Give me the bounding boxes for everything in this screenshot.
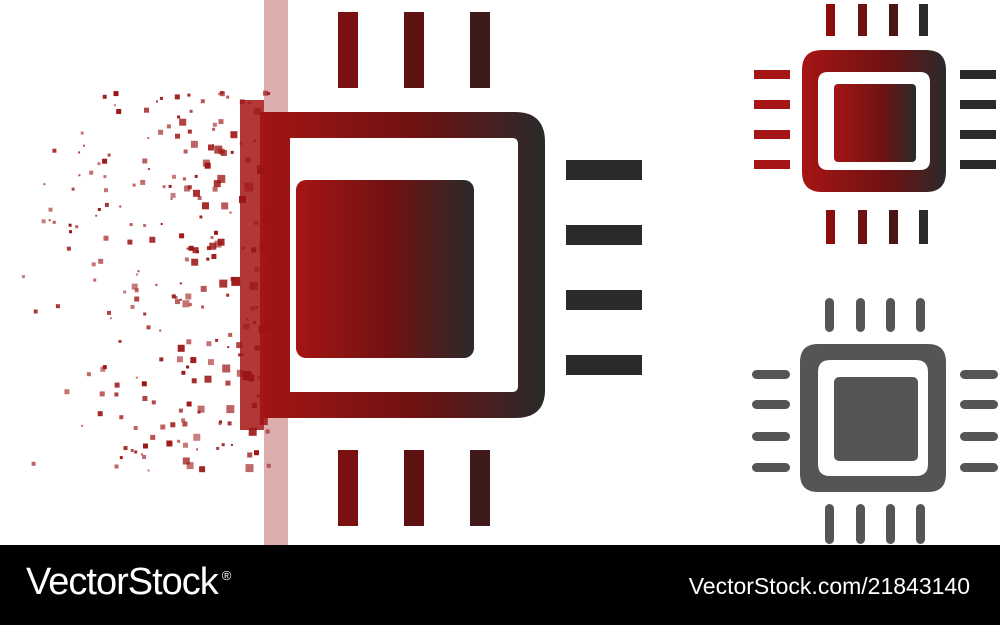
pin-bottom-1: [338, 450, 358, 526]
pin-right-1: [566, 160, 642, 180]
registered-mark: ®: [221, 568, 232, 583]
pin-top-1: [338, 12, 358, 88]
dispersed-pixel-particles: [21, 90, 279, 473]
halftone-cpu-icon-large: [240, 0, 642, 545]
halftone-cpu-icon-small: [754, 4, 996, 244]
pin-bottom-3: [470, 450, 490, 526]
pin-right-3: [566, 290, 642, 310]
vectorstock-logo: VectorStock ®: [26, 561, 232, 604]
solid-cpu-icon: [752, 298, 998, 544]
pin-bottom-2: [404, 450, 424, 526]
solid-chip-core: [834, 377, 918, 461]
watermark-footer: VectorStock ® VectorStock.com/21843140: [0, 545, 1000, 625]
small-chip-frame: [802, 50, 946, 192]
stock-image-id: VectorStock.com/21843140: [688, 573, 970, 599]
pin-right-2: [566, 225, 642, 245]
solid-chip-frame: [800, 344, 946, 492]
brand-name: VectorStock: [26, 561, 219, 603]
pin-right-4: [566, 355, 642, 375]
chip-body-frame: [260, 112, 545, 418]
chip-core: [296, 180, 474, 358]
pin-top-3: [470, 12, 490, 88]
illustration-canvas: [21, 0, 998, 545]
pin-top-2: [404, 12, 424, 88]
small-chip-core: [834, 84, 916, 162]
